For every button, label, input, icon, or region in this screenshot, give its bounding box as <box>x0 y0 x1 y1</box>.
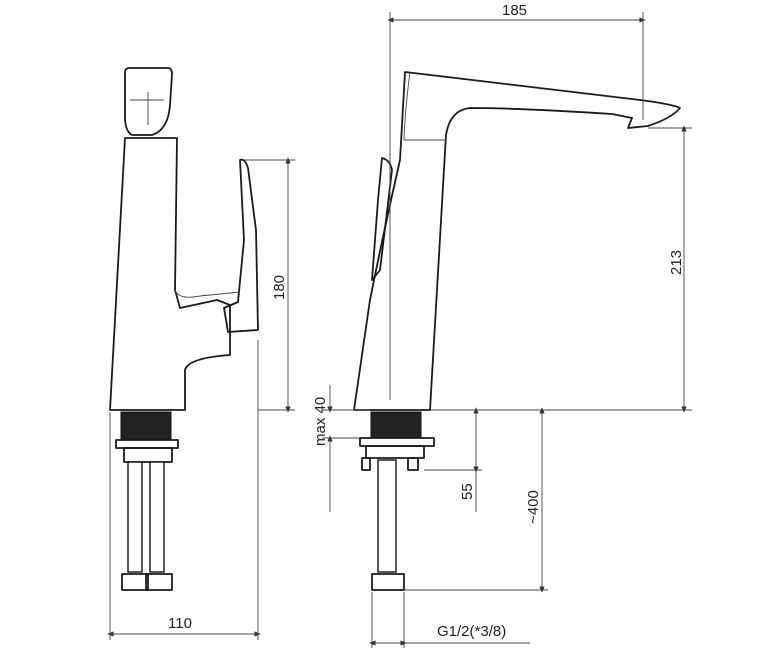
faucet-front-view <box>353 71 681 591</box>
front-dimensions: 185 213 max 40 55 ~400 G1/2(*3/8) <box>312 2 692 648</box>
dim-width-top: 185 <box>502 2 527 19</box>
dim-hose-length: ~400 <box>525 490 542 524</box>
dim-base-width: 110 <box>168 615 192 632</box>
dim-side-height: 180 <box>271 275 288 300</box>
dim-spout-height: 213 <box>668 250 685 275</box>
side-dimensions: 180 110 <box>107 157 295 640</box>
faucet-side-view <box>109 67 259 591</box>
dim-max-thickness: max 40 <box>312 397 329 446</box>
dim-thread-length: 55 <box>459 483 476 500</box>
dim-thread-spec: G1/2(*3/8) <box>437 623 506 640</box>
